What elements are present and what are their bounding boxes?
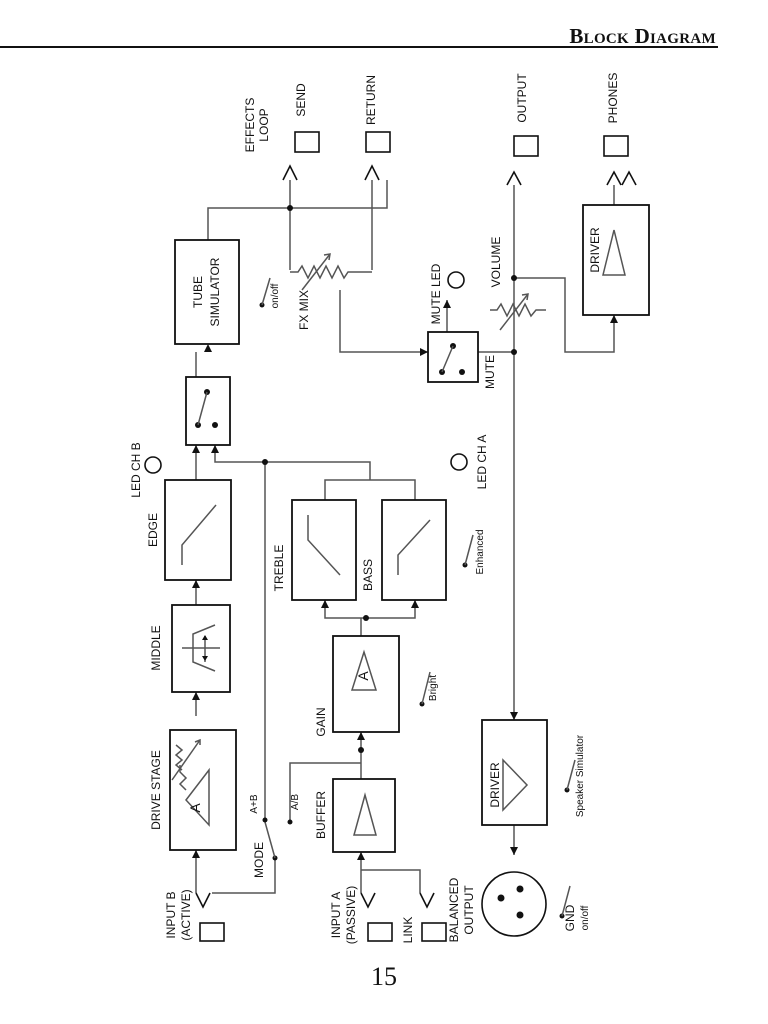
mute-label: MUTE xyxy=(483,355,497,389)
balanced-output-label-2: OUTPUT xyxy=(462,885,476,935)
header-rule xyxy=(0,46,718,48)
treble-label: TREBLE xyxy=(272,545,286,592)
phones-jack xyxy=(603,135,637,186)
buffer-label: BUFFER xyxy=(314,791,328,839)
volume-label: VOLUME xyxy=(489,237,503,288)
mode-label: MODE xyxy=(252,842,266,878)
amp-letter-a: A xyxy=(355,671,371,681)
link-label: LINK xyxy=(401,917,415,944)
mute-switch xyxy=(427,331,479,383)
input-a-label-2: (PASSIVE) xyxy=(344,886,358,944)
middle-label: MIDDLE xyxy=(149,625,163,670)
driver-top-label: DRIVER xyxy=(588,227,602,273)
enhanced-switch xyxy=(462,534,474,568)
input-b-label-2: (ACTIVE) xyxy=(179,889,193,940)
edge-block xyxy=(164,479,232,581)
bright-switch xyxy=(419,671,431,707)
junction-dots xyxy=(262,205,517,753)
drive-stage-label: DRIVE STAGE xyxy=(149,750,163,830)
amp-letter-b: A xyxy=(187,803,203,813)
gain-block: A xyxy=(332,635,400,733)
treble-block xyxy=(291,499,357,601)
led-ch-a-label: LED CH A xyxy=(475,435,489,490)
input-b-jack xyxy=(195,892,225,942)
tube-simulator-block: TUBE SIMULATOR xyxy=(174,239,240,345)
signal-arrows xyxy=(192,300,618,860)
led-ch-a xyxy=(450,453,468,471)
input-a-jack xyxy=(360,892,393,942)
input-b-label-1: INPUT B xyxy=(164,891,178,938)
bass-block xyxy=(381,499,447,601)
send-label: SEND xyxy=(294,83,308,117)
phones-label: PHONES xyxy=(606,73,620,124)
tube-onoff-label: on/off xyxy=(270,283,281,308)
gnd-onoff-label: on/off xyxy=(580,905,591,930)
balanced-output-label-1: BALANCED xyxy=(447,877,461,942)
fx-mix-label: FX MIX xyxy=(297,290,311,330)
enhanced-label: Enhanced xyxy=(475,529,486,574)
effects-loop-label-1: EFFECTS xyxy=(243,98,257,153)
bright-label: Bright xyxy=(428,675,439,701)
page-title-text: Block Diagram xyxy=(569,24,716,48)
input-a-label-1: INPUT A xyxy=(329,892,343,938)
mode-switch xyxy=(262,817,293,861)
mute-led-label: MUTE LED xyxy=(429,263,443,324)
output-jack xyxy=(506,135,539,186)
bass-label: BASS xyxy=(361,559,375,591)
output-label: OUTPUT xyxy=(515,73,529,123)
tube-simulator-label-1: TUBE xyxy=(191,276,205,308)
driver-bottom-label: DRIVER xyxy=(488,762,502,808)
volume-pot xyxy=(490,293,546,331)
buffer-block xyxy=(332,778,396,853)
speaker-simulator-label: Speaker Simulator xyxy=(575,734,586,817)
return-jack xyxy=(364,131,391,181)
return-label: RETURN xyxy=(364,75,378,125)
mode-sum-label: A+B xyxy=(249,794,260,814)
fx-mix-pot xyxy=(290,253,372,291)
led-ch-b xyxy=(144,456,162,474)
drive-stage-block: A xyxy=(169,729,237,851)
gain-label: GAIN xyxy=(314,707,328,736)
tube-simulator-label-2: SIMULATOR xyxy=(208,257,222,326)
driver-bottom-block xyxy=(481,719,548,826)
driver-top-block xyxy=(582,204,650,316)
page-number: 15 xyxy=(371,962,397,991)
mode-select-label: A/B xyxy=(290,794,301,810)
balanced-output-xlr xyxy=(481,871,547,937)
edge-label: EDGE xyxy=(146,513,160,547)
effects-loop-label-2: LOOP xyxy=(257,108,271,141)
tube-onoff-switch xyxy=(259,277,271,308)
channel-switch xyxy=(185,376,231,446)
middle-block xyxy=(171,604,231,693)
gnd-switch xyxy=(559,885,571,919)
send-jack xyxy=(282,131,320,181)
led-ch-b-label: LED CH B xyxy=(129,442,143,497)
mute-led xyxy=(447,271,465,289)
page-title: Block Diagram xyxy=(569,24,716,49)
gnd-label: GND xyxy=(563,904,577,931)
link-jack xyxy=(419,892,447,942)
speaker-simulator-switch xyxy=(564,759,576,793)
